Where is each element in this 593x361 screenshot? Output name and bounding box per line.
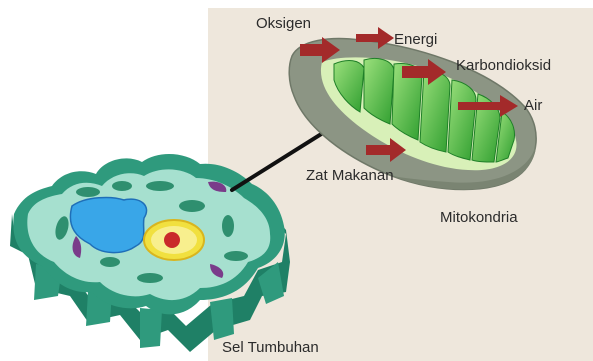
- chloroplast: [146, 181, 174, 191]
- chloroplast: [179, 200, 205, 212]
- nucleolus: [164, 232, 180, 248]
- chloroplast: [137, 273, 163, 283]
- nucleus: [144, 220, 204, 260]
- chloroplast: [224, 251, 248, 261]
- label-food: Zat Makanan: [306, 167, 394, 184]
- label-energy: Energi: [394, 31, 437, 48]
- chloroplast: [76, 187, 100, 197]
- chloroplast: [100, 257, 120, 267]
- label-plant-cell: Sel Tumbuhan: [222, 339, 319, 356]
- chloroplast: [222, 215, 234, 237]
- label-mitochondria: Mitokondria: [440, 209, 518, 226]
- label-carbon-dioxide: Karbondioksid: [456, 57, 551, 74]
- label-water: Air: [524, 97, 542, 114]
- chloroplast: [112, 181, 132, 191]
- label-oxygen: Oksigen: [256, 15, 311, 32]
